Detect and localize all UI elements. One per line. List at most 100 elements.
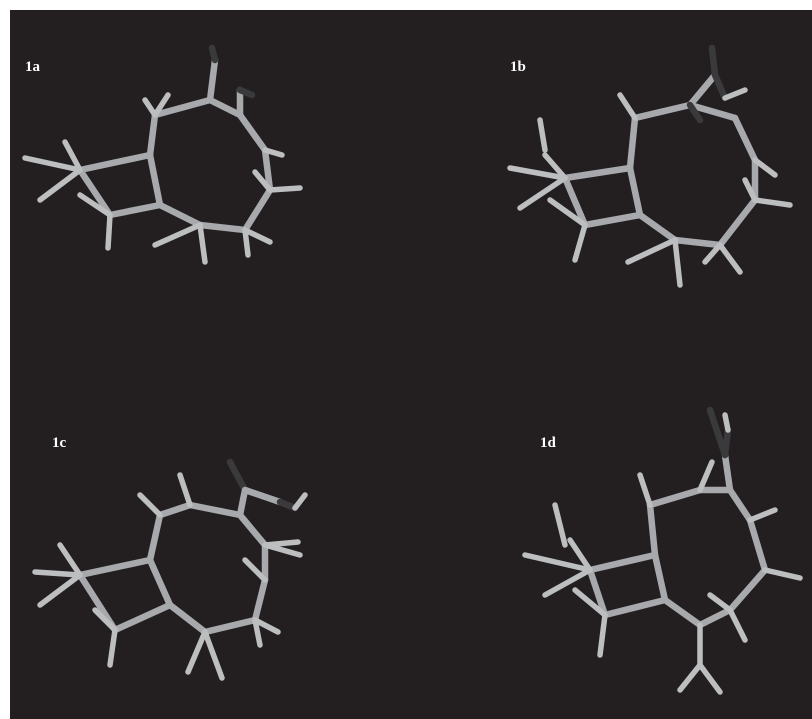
carbon-bond — [626, 164, 644, 219]
hydrogen-bond — [637, 472, 653, 508]
conformer-label-1a: 1a — [25, 59, 40, 75]
carbon-bond — [236, 111, 269, 154]
oxygen-bond — [208, 44, 219, 64]
carbon-bond — [561, 174, 589, 229]
hydrogen-bond — [252, 617, 263, 648]
carbon-bond — [561, 164, 634, 182]
hydrogen-bond — [262, 542, 303, 558]
oxygen-bond — [711, 71, 729, 102]
bonds-1d — [522, 406, 803, 695]
bonds-1c — [32, 458, 308, 681]
oxygen-bond — [708, 44, 719, 79]
carbon-bond — [696, 606, 734, 629]
bonds-1a — [22, 44, 303, 265]
carbon-bond — [261, 146, 274, 194]
carbon-bond — [151, 96, 214, 119]
carbon-bond — [156, 201, 204, 229]
carbon-bond — [626, 114, 639, 172]
carbon-bond — [726, 566, 769, 614]
hydrogen-bond — [32, 569, 83, 578]
hydrogen-bond — [242, 227, 273, 245]
carbon-bond — [726, 486, 754, 524]
hydrogen-bond — [727, 607, 748, 643]
hydrogen-bond — [197, 222, 208, 265]
carbon-bond — [186, 501, 244, 519]
carbon-bond — [206, 56, 219, 104]
carbon-bond — [721, 451, 734, 494]
hydrogen-bond — [522, 552, 593, 573]
carbon-bond — [686, 71, 719, 109]
oxygen-bond — [721, 426, 732, 459]
hydrogen-bond — [572, 587, 608, 618]
conformer-label-1d: 1d — [540, 435, 556, 451]
hydrogen-bond — [752, 157, 778, 178]
hydrogen-bond — [142, 97, 158, 118]
hydrogen-bond — [177, 472, 193, 508]
hydrogen-bond — [542, 567, 593, 598]
hydrogen-bond — [242, 227, 251, 258]
oxygen-bond — [706, 406, 729, 459]
carbon-bond — [76, 556, 154, 579]
hydrogen-bond — [722, 87, 748, 101]
hydrogen-bond — [262, 147, 285, 158]
carbon-bond — [671, 236, 724, 249]
carbon-bond — [636, 211, 679, 244]
hydrogen-bond — [105, 212, 113, 251]
hydrogen-bond — [107, 627, 118, 668]
hydrogen-bond — [152, 92, 171, 118]
hydrogen-bond — [242, 557, 268, 583]
carbon-bond — [686, 101, 739, 122]
carbon-bond — [586, 551, 659, 574]
carbon-bond — [241, 186, 274, 234]
hydrogen-bond — [152, 222, 203, 248]
hydrogen-bond — [92, 607, 118, 633]
carbon-bond — [146, 151, 164, 209]
hydrogen-bond — [267, 185, 303, 193]
carbon-bond — [661, 596, 704, 629]
carbon-bond — [651, 551, 669, 604]
hydrogen-bond — [202, 629, 225, 681]
hydrogen-bond — [752, 197, 793, 208]
hydrogen-bond — [57, 542, 83, 578]
carbon-bond — [646, 501, 659, 559]
hydrogen-bond — [572, 222, 588, 263]
hydrogen-bond — [542, 152, 568, 181]
carbon-bond — [111, 601, 174, 634]
carbon-bond — [716, 196, 759, 249]
hydrogen-bond — [617, 92, 638, 121]
bonds-1b — [507, 44, 793, 288]
hydrogen-bond — [747, 507, 778, 523]
hydrogen-bond — [292, 492, 308, 511]
carbon-bond — [146, 511, 164, 564]
carbon-bond — [166, 601, 209, 636]
hydrogen-bond — [707, 592, 733, 613]
hydrogen-bond — [62, 139, 83, 173]
carbon-bond — [251, 576, 269, 624]
dark-background-panel — [10, 10, 812, 719]
oxygen-bond — [226, 458, 249, 494]
hydrogen-bond — [625, 237, 678, 265]
oxygen-bond — [686, 101, 704, 124]
hydrogen-bond — [717, 242, 743, 275]
hydrogen-bond — [672, 237, 683, 288]
hydrogen-bond — [722, 412, 731, 433]
conformer-label-1b: 1b — [510, 59, 526, 75]
carbon-bond — [236, 511, 269, 549]
hydrogen-bond — [137, 492, 163, 518]
hydrogen-bond — [252, 169, 273, 193]
carbon-bond — [581, 211, 644, 229]
carbon-bond — [76, 166, 114, 219]
hydrogen-bond — [537, 117, 548, 153]
carbon-bond — [196, 221, 249, 234]
hydrogen-bond — [697, 662, 723, 695]
hydrogen-bond — [37, 167, 83, 203]
carbon-bond — [236, 486, 249, 519]
hydrogen-bond — [517, 175, 568, 211]
hydrogen-bond — [552, 502, 568, 548]
hydrogen-bond — [697, 459, 715, 493]
